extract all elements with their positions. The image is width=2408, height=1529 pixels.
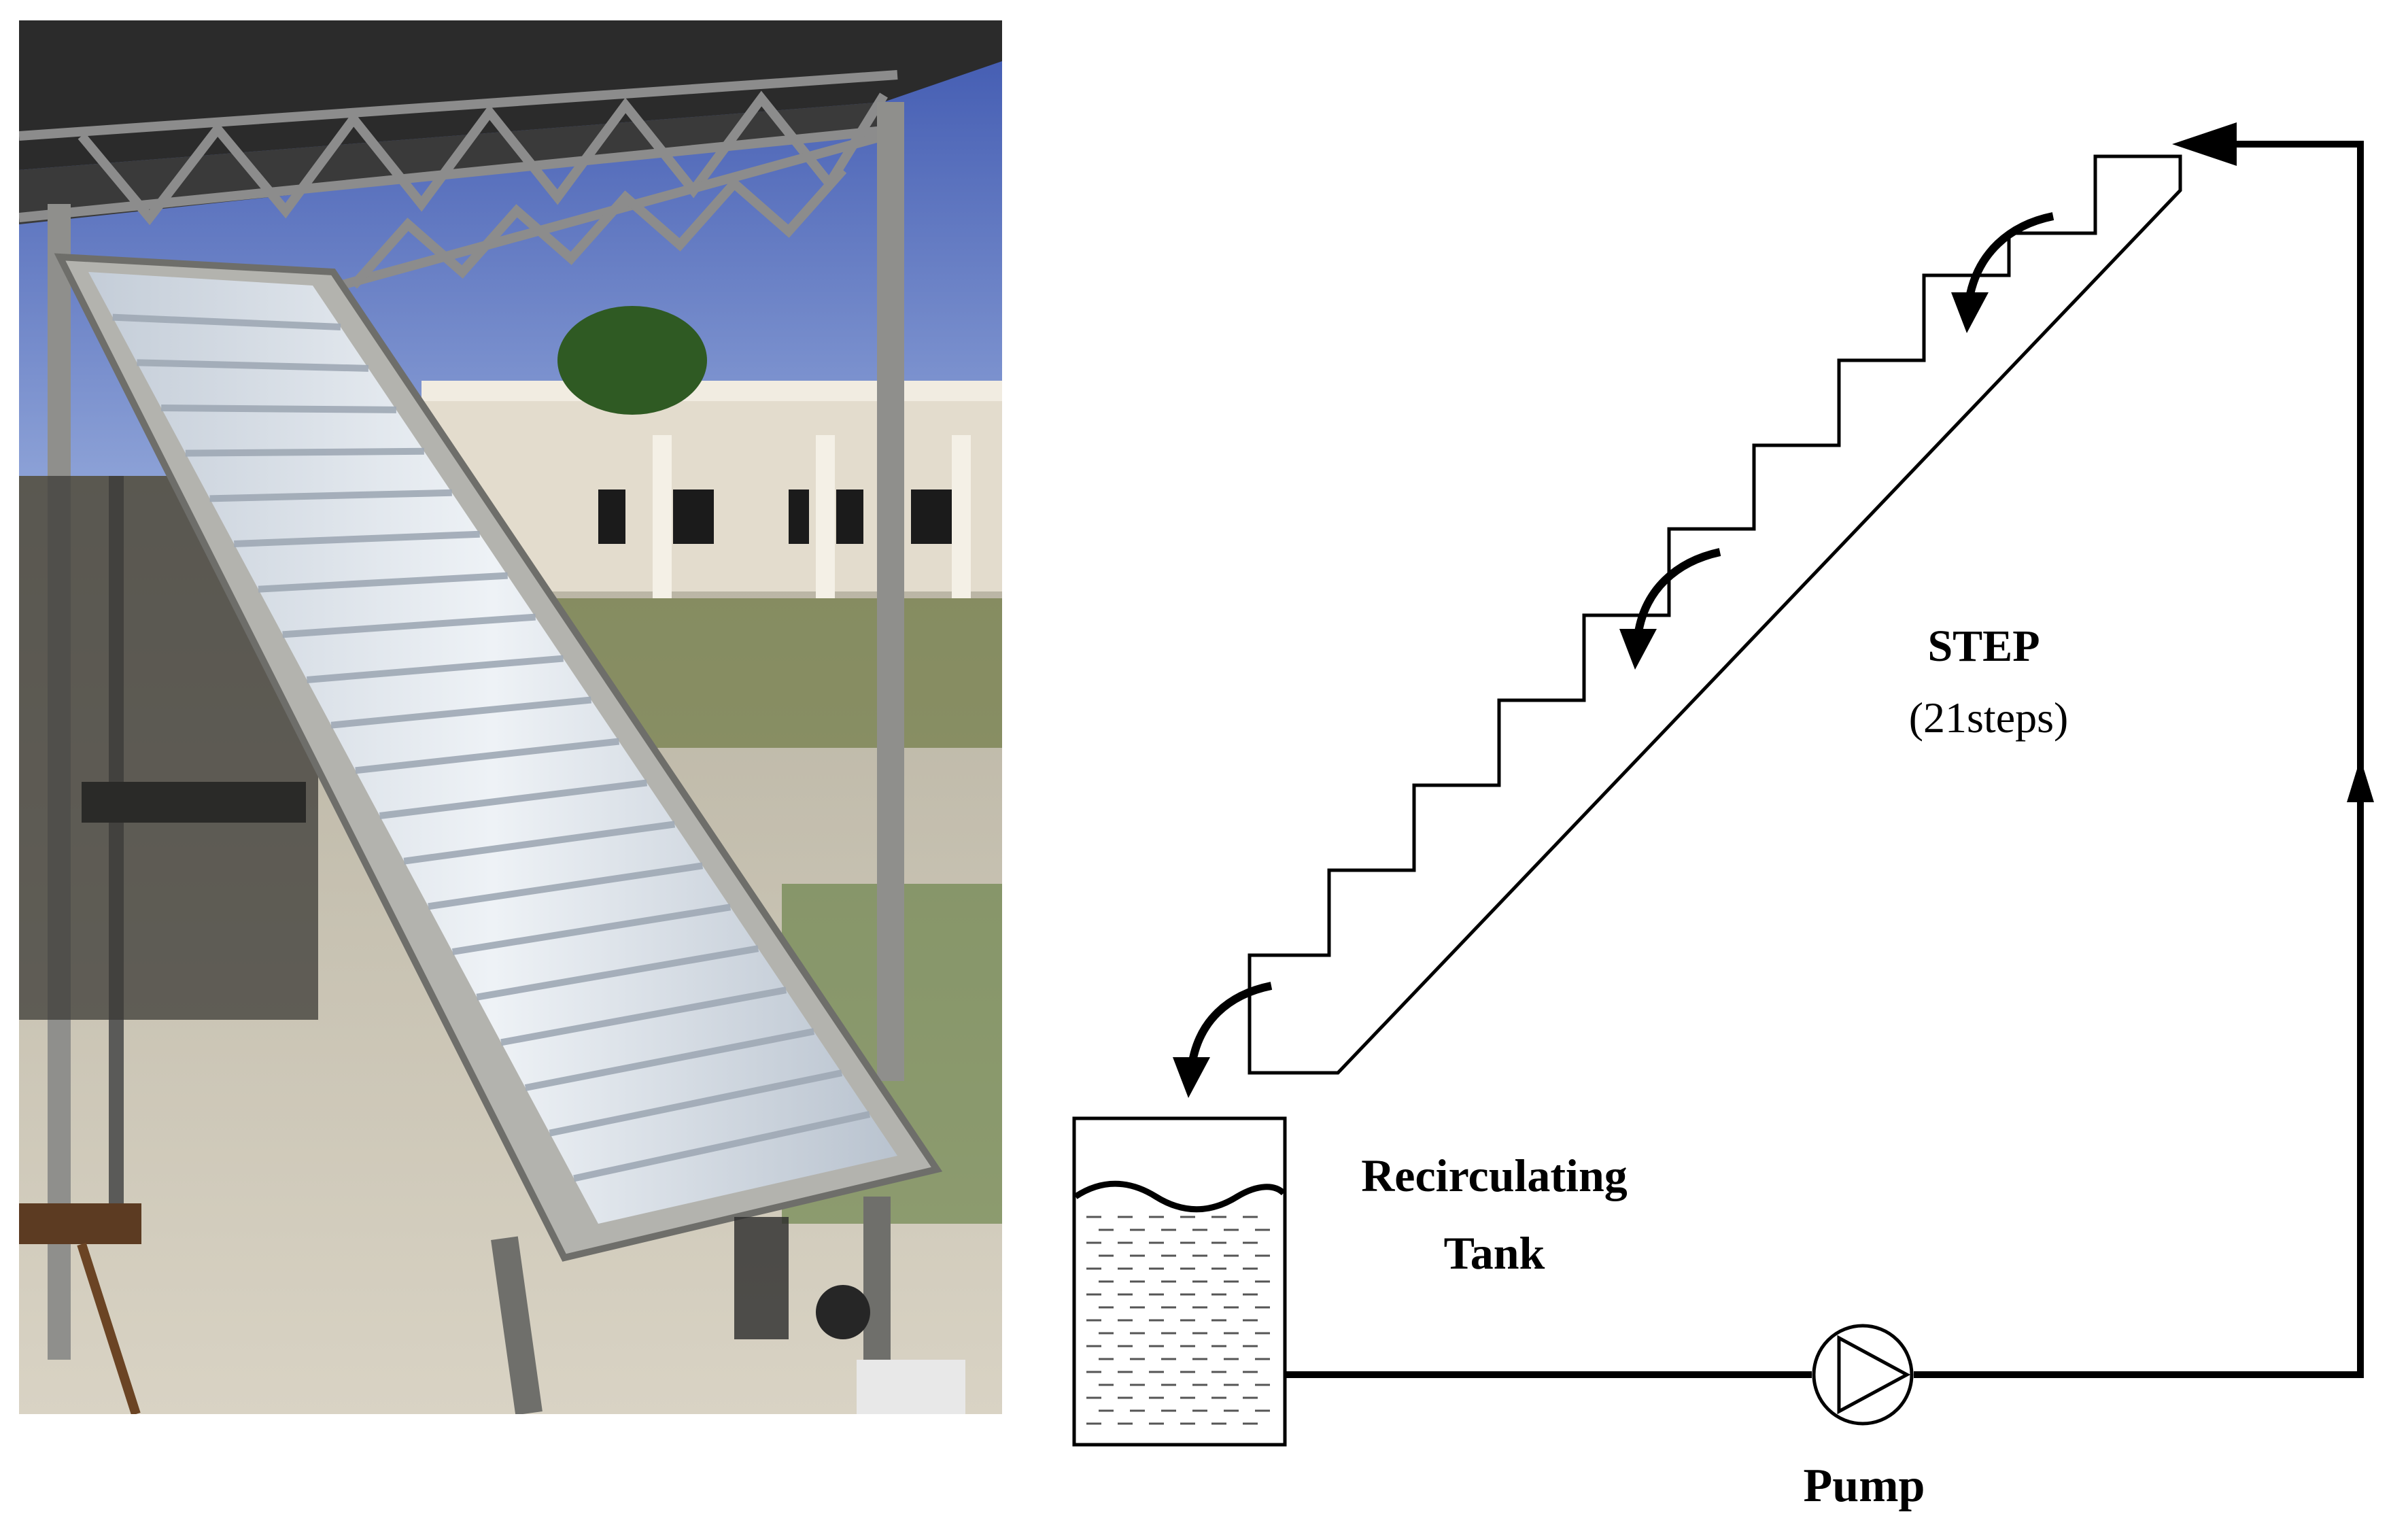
photo-step-band (330, 696, 592, 729)
flow-arrow-middle-head (1619, 629, 1657, 670)
pump-label: Pump (1804, 1460, 1925, 1512)
tank-water-fill (1086, 1216, 1270, 1425)
supply-pipe (1914, 141, 2364, 1378)
photo-step-band (258, 572, 508, 593)
photo-step-band (573, 1111, 871, 1182)
photo-step-band (355, 738, 620, 774)
photo-step-band (161, 405, 396, 413)
tank-label-line1: Recirculating (1361, 1150, 1628, 1201)
photo-step-band (137, 359, 369, 372)
photo-step-band (403, 821, 676, 865)
photo-step-band (379, 779, 648, 819)
photo-step-band (549, 1069, 843, 1137)
photo-panel (19, 20, 1002, 1414)
photo-step-band (428, 862, 704, 910)
schematic (1072, 122, 2374, 1447)
photo-tree (557, 306, 707, 415)
stair-profile (1248, 154, 2182, 1075)
flow-arrow-bottom-head (1173, 1057, 1210, 1098)
flow-arrow-left (2172, 122, 2237, 166)
photo-step-band (524, 1028, 815, 1091)
photo-step-band (112, 313, 341, 330)
flow-arrow-middle (1633, 548, 1721, 643)
flow-arrow-up (2347, 758, 2374, 802)
flow-arrow-top-head (1951, 292, 1989, 333)
photo-canopy (19, 20, 1002, 290)
photo-step-band (234, 530, 480, 547)
photo-step-band (282, 613, 536, 638)
photo-step-band (185, 447, 424, 457)
pump-symbol (1812, 1324, 1914, 1426)
photo-step-band (500, 986, 787, 1046)
flow-arrow-top (1964, 212, 2054, 307)
photo-step-band (451, 904, 732, 955)
tank-water-surface (1073, 1180, 1286, 1213)
step-count: (21steps) (1909, 693, 2069, 742)
flow-arrow-bottom (1187, 982, 1273, 1071)
photo-still (54, 253, 965, 1414)
tank-label-line2: Tank (1444, 1227, 1545, 1279)
photo-step-band (307, 655, 564, 683)
photo-step-band (476, 945, 759, 1001)
step-title: STEP (1927, 621, 2040, 671)
photo-step-band (209, 489, 452, 502)
